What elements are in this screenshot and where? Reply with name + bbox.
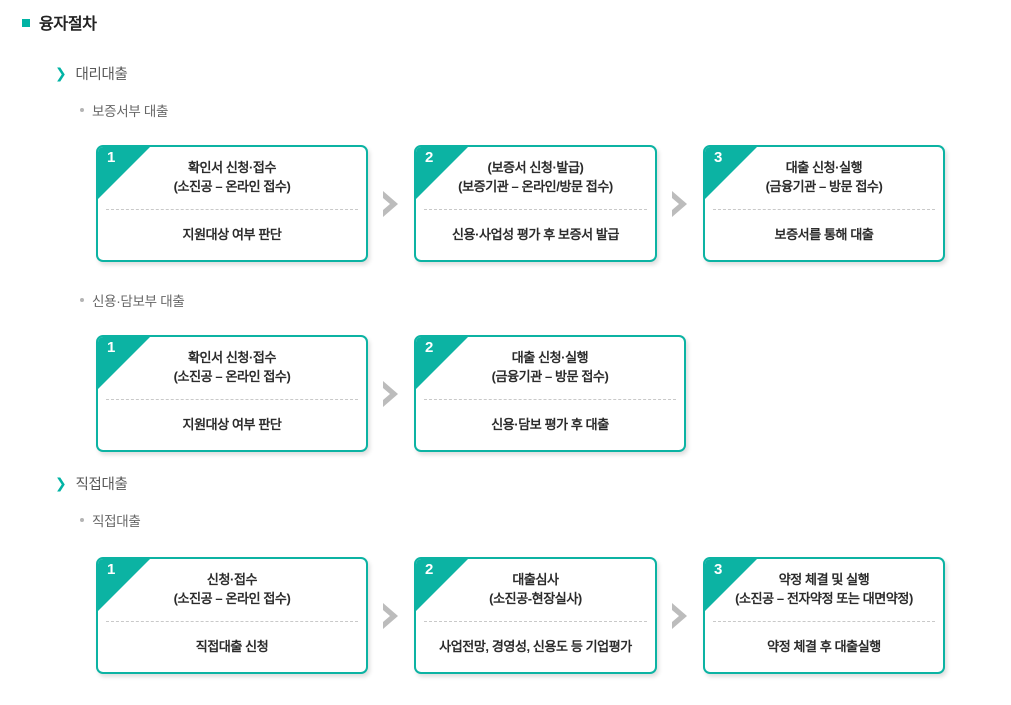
flow-arrow-icon bbox=[368, 557, 414, 674]
step-title: 확인서 신청·접수 (소진공 – 온라인 접수) bbox=[98, 147, 366, 209]
step-detail: 지원대상 여부 판단 bbox=[98, 210, 366, 260]
step-title-line: 대출심사 bbox=[512, 572, 559, 588]
step-title-line: (소진공 – 온라인 접수) bbox=[173, 591, 291, 606]
card-divider bbox=[713, 621, 935, 622]
flow-row-guarantee-loan: 1 확인서 신청·접수 (소진공 – 온라인 접수) 지원대상 여부 판단 2 bbox=[96, 145, 945, 262]
step-title: (보증서 신청·발급) (보증기관 – 온라인/방문 접수) bbox=[416, 147, 655, 209]
flow-step-card[interactable]: 3 대출 신청·실행 (금융기관 – 방문 접수) 보증서를 통해 대출 bbox=[703, 145, 945, 262]
step-number: 1 bbox=[107, 339, 116, 356]
card-divider bbox=[106, 621, 358, 622]
card-divider bbox=[424, 209, 647, 210]
step-number: 3 bbox=[714, 561, 723, 578]
step-title-line: 대출 신청·실행 bbox=[785, 160, 863, 176]
flow-step-card[interactable]: 1 신청·접수 (소진공 – 온라인 접수) 직접대출 신청 bbox=[96, 557, 368, 674]
group-heading-direct-loan: 직접대출 bbox=[80, 510, 141, 530]
step-title-line: 약정 체결 및 실행 bbox=[778, 572, 870, 588]
square-bullet-icon bbox=[22, 19, 30, 27]
step-title-line: (소진공 – 온라인 접수) bbox=[173, 369, 291, 384]
step-number: 2 bbox=[425, 149, 434, 166]
step-detail-label: 지원대상 여부 판단 bbox=[182, 416, 282, 432]
step-title: 신청·접수 (소진공 – 온라인 접수) bbox=[98, 559, 366, 621]
dot-bullet-icon bbox=[80, 108, 84, 112]
step-title: 약정 체결 및 실행 (소진공 – 전자약정 또는 대면약정) bbox=[705, 559, 943, 621]
flow-arrow-icon bbox=[368, 335, 414, 452]
chevron-right-bullet-icon: ❯ bbox=[55, 64, 67, 81]
page-title: 융자절차 bbox=[22, 10, 97, 34]
group-heading-label: 신용·담보부 대출 bbox=[92, 294, 185, 309]
step-title-line: 대출 신청·실행 bbox=[511, 350, 589, 366]
dot-bullet-icon bbox=[80, 518, 84, 522]
step-title-line: (소진공 – 온라인 접수) bbox=[173, 179, 291, 194]
section-heading-direct-loan: ❯ 직접대출 bbox=[55, 473, 128, 494]
step-detail: 약정 체결 후 대출실행 bbox=[705, 622, 943, 672]
card-divider bbox=[713, 209, 935, 210]
step-title: 대출 신청·실행 (금융기관 – 방문 접수) bbox=[416, 337, 684, 399]
step-detail-label: 신용·사업성 평가 후 보증서 발급 bbox=[451, 226, 620, 242]
step-detail: 직접대출 신청 bbox=[98, 622, 366, 672]
page-title-label: 융자절차 bbox=[39, 16, 97, 33]
step-title-line: 확인서 신청·접수 bbox=[187, 160, 277, 176]
step-title-line: (금융기관 – 방문 접수) bbox=[491, 369, 609, 384]
step-number: 2 bbox=[425, 561, 434, 578]
flow-row-direct-loan: 1 신청·접수 (소진공 – 온라인 접수) 직접대출 신청 2 대출 bbox=[96, 557, 945, 674]
step-title-line: 신청·접수 bbox=[206, 572, 258, 588]
step-title-line: (보증서 신청·발급) bbox=[487, 160, 584, 176]
step-number: 2 bbox=[425, 339, 434, 356]
section-heading-label: 직접대출 bbox=[75, 477, 128, 493]
group-heading-label: 직접대출 bbox=[92, 514, 141, 529]
step-title-line: 확인서 신청·접수 bbox=[187, 350, 277, 366]
chevron-right-bullet-icon: ❯ bbox=[55, 474, 67, 491]
step-title: 확인서 신청·접수 (소진공 – 온라인 접수) bbox=[98, 337, 366, 399]
group-heading-label: 보증서부 대출 bbox=[92, 104, 169, 119]
step-title-line: (금융기관 – 방문 접수) bbox=[765, 179, 883, 194]
step-detail: 신용·사업성 평가 후 보증서 발급 bbox=[416, 210, 655, 260]
flow-step-card[interactable]: 3 약정 체결 및 실행 (소진공 – 전자약정 또는 대면약정) 약정 체결 … bbox=[703, 557, 945, 674]
flow-step-card[interactable]: 2 대출심사 (소진공-현장실사) 사업전망, 경영성, 신용도 등 기업평가 bbox=[414, 557, 657, 674]
flow-arrow-icon bbox=[368, 145, 414, 262]
step-detail: 보증서를 통해 대출 bbox=[705, 210, 943, 260]
group-heading-credit-collateral-loan: 신용·담보부 대출 bbox=[80, 290, 185, 310]
step-detail: 사업전망, 경영성, 신용도 등 기업평가 bbox=[416, 622, 655, 672]
section-heading-agency-loan: ❯ 대리대출 bbox=[55, 63, 128, 84]
flow-row-credit-collateral-loan: 1 확인서 신청·접수 (소진공 – 온라인 접수) 지원대상 여부 판단 2 bbox=[96, 335, 686, 452]
flow-step-card[interactable]: 2 (보증서 신청·발급) (보증기관 – 온라인/방문 접수) 신용·사업성 … bbox=[414, 145, 657, 262]
flow-step-card[interactable]: 2 대출 신청·실행 (금융기관 – 방문 접수) 신용·담보 평가 후 대출 bbox=[414, 335, 686, 452]
step-title: 대출심사 (소진공-현장실사) bbox=[416, 559, 655, 621]
step-number: 1 bbox=[107, 561, 116, 578]
step-title-line: (소진공 – 전자약정 또는 대면약정) bbox=[735, 591, 913, 606]
step-detail: 신용·담보 평가 후 대출 bbox=[416, 400, 684, 450]
step-detail-label: 약정 체결 후 대출실행 bbox=[767, 638, 881, 654]
step-title: 대출 신청·실행 (금융기관 – 방문 접수) bbox=[705, 147, 943, 209]
card-divider bbox=[106, 209, 358, 210]
step-title-line: (보증기관 – 온라인/방문 접수) bbox=[458, 179, 613, 194]
step-detail-label: 지원대상 여부 판단 bbox=[182, 226, 282, 242]
flow-step-card[interactable]: 1 확인서 신청·접수 (소진공 – 온라인 접수) 지원대상 여부 판단 bbox=[96, 335, 368, 452]
step-detail-label: 직접대출 신청 bbox=[195, 638, 269, 654]
flow-step-card[interactable]: 1 확인서 신청·접수 (소진공 – 온라인 접수) 지원대상 여부 판단 bbox=[96, 145, 368, 262]
group-heading-guarantee-loan: 보증서부 대출 bbox=[80, 100, 168, 120]
card-divider bbox=[106, 399, 358, 400]
step-title-line: (소진공-현장실사) bbox=[489, 591, 582, 606]
flow-arrow-icon bbox=[657, 145, 703, 262]
step-detail: 지원대상 여부 판단 bbox=[98, 400, 366, 450]
card-divider bbox=[424, 621, 647, 622]
step-detail-label: 신용·담보 평가 후 대출 bbox=[491, 416, 609, 432]
step-detail-label: 사업전망, 경영성, 신용도 등 기업평가 bbox=[439, 638, 632, 654]
dot-bullet-icon bbox=[80, 298, 84, 302]
section-heading-label: 대리대출 bbox=[75, 67, 128, 83]
step-number: 3 bbox=[714, 149, 723, 166]
card-divider bbox=[424, 399, 676, 400]
step-number: 1 bbox=[107, 149, 116, 166]
flow-arrow-icon bbox=[657, 557, 703, 674]
step-detail-label: 보증서를 통해 대출 bbox=[774, 226, 874, 242]
